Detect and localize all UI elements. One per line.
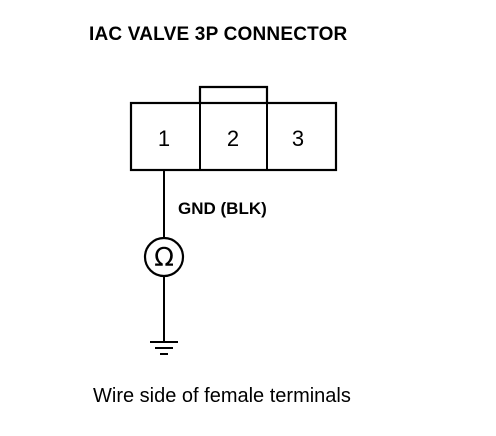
diagram-title: IAC VALVE 3P CONNECTOR (89, 24, 348, 45)
pin-2-label: 2 (227, 126, 239, 151)
pin-1-label: 1 (158, 126, 170, 151)
wire-label: GND (BLK) (178, 199, 267, 218)
pin-3-label: 3 (292, 126, 304, 151)
ohmmeter-icon: Ω (143, 236, 185, 278)
caption: Wire side of female terminals (93, 385, 351, 407)
ohm-symbol: Ω (154, 243, 174, 273)
ground-icon (150, 341, 178, 355)
connector: 1 2 3 (129, 85, 338, 172)
connector-lock-tab (198, 85, 269, 103)
connector-housing (129, 101, 338, 172)
